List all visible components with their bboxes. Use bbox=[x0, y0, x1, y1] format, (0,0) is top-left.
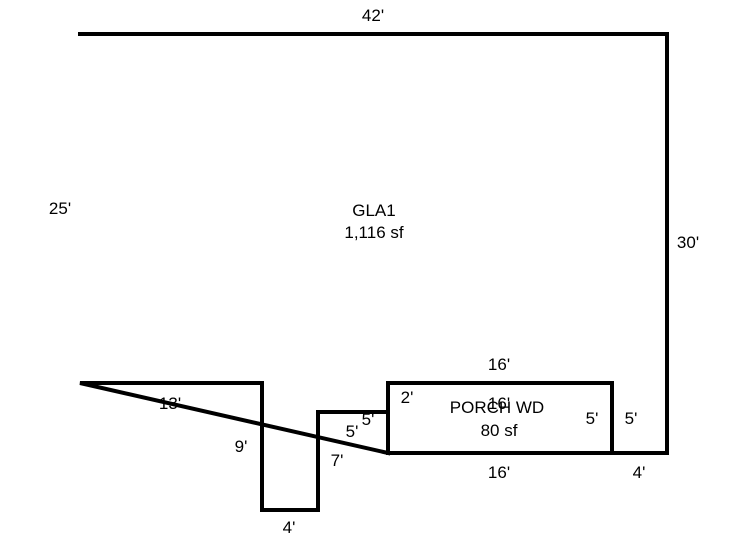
porch-outline bbox=[386, 381, 614, 455]
dim-right-wall-lower: 5' bbox=[625, 409, 638, 428]
dim-porch-right: 5' bbox=[586, 409, 599, 428]
dim-notch-bottom: 4' bbox=[283, 518, 296, 537]
dim-left-bottom: 13' bbox=[159, 394, 181, 413]
dim-top: 42' bbox=[362, 6, 384, 25]
dim-right-bottom: 4' bbox=[633, 463, 646, 482]
dim-porch-inner-top: 16' bbox=[488, 394, 510, 413]
dim-porch-top: 16' bbox=[488, 355, 510, 374]
dim-step-b: 5' bbox=[362, 410, 375, 429]
gla1-area: 1,116 sf bbox=[344, 223, 404, 242]
dim-step-a: 5' bbox=[346, 422, 359, 441]
dim-notch-left: 9' bbox=[235, 437, 248, 456]
dim-right: 30' bbox=[677, 233, 699, 252]
porch-area: 80 sf bbox=[481, 421, 518, 440]
gla1-outline bbox=[78, 32, 669, 512]
porch-label: PORCH WD bbox=[450, 398, 544, 417]
gla1-label: GLA1 bbox=[352, 201, 395, 220]
dim-left: 25' bbox=[49, 199, 71, 218]
dim-porch-bottom: 16' bbox=[488, 463, 510, 482]
dim-porch-left: 2' bbox=[401, 388, 414, 407]
dim-notch-right: 7' bbox=[331, 451, 344, 470]
